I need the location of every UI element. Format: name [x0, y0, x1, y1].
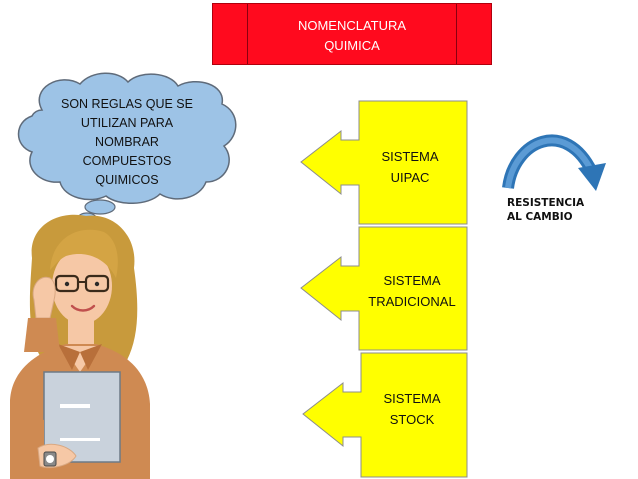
thought-line-2: UTILIZAN PARA — [80, 116, 174, 130]
thought-line-3: NOMBRAR — [95, 135, 159, 149]
thought-line-5: QUIMICOS — [95, 173, 159, 187]
system-tradicional-label: SISTEMA TRADICIONAL — [362, 270, 462, 312]
system-tradicional-line-1: SISTEMA — [383, 273, 441, 288]
curved-arrow-icon — [502, 134, 606, 191]
page-title: NOMENCLATURA QUIMICA — [249, 16, 455, 56]
system-stock-label: SISTEMA STOCK — [362, 388, 462, 430]
system-uipac-line-2: UIPAC — [390, 170, 430, 185]
system-uipac-line-1: SISTEMA — [381, 149, 439, 164]
thought-line-4: COMPUESTOS — [82, 154, 172, 168]
system-stock-line-1: SISTEMA — [383, 391, 441, 406]
arrow-callout-uipac — [300, 100, 468, 225]
system-uipac-label: SISTEMA UIPAC — [360, 146, 460, 188]
system-stock-line-2: STOCK — [389, 412, 435, 427]
title-divider-right — [456, 4, 457, 64]
title-line-1: NOMENCLATURA — [297, 18, 407, 33]
arrow-callout-stock — [302, 352, 468, 478]
thought-line-1: SON REGLAS QUE SE — [61, 97, 193, 111]
thought-bubble-text: SON REGLAS QUE SE UTILIZAN PARA NOMBRAR … — [52, 95, 202, 190]
woman-illustration — [10, 214, 150, 479]
title-divider-left — [247, 4, 248, 64]
resistance-line-1: RESISTENCIA — [507, 197, 585, 209]
resistance-line-2: AL CAMBIO — [507, 211, 573, 223]
arrow-callout-tradicional — [300, 226, 468, 351]
system-tradicional-line-2: TRADICIONAL — [368, 294, 456, 309]
title-box: NOMENCLATURA QUIMICA — [212, 3, 492, 65]
resistance-label: RESISTENCIA AL CAMBIO — [507, 196, 627, 224]
title-line-2: QUIMICA — [324, 38, 380, 53]
